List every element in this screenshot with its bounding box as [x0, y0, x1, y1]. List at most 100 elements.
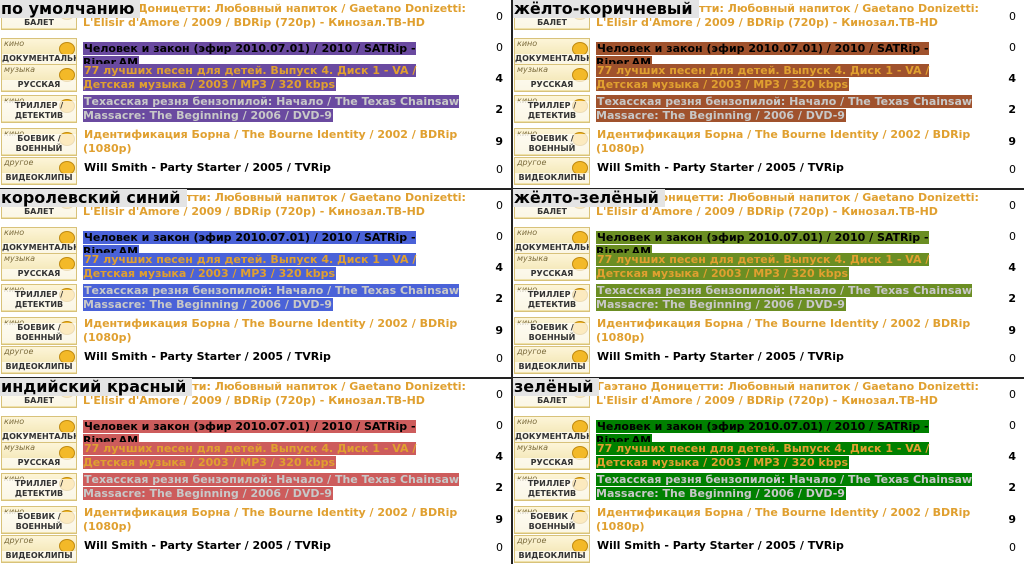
torrent-title-link[interactable]: Идентификация Борна / The Bourne Identit… — [596, 128, 981, 156]
category-badge[interactable]: киноТРИЛЛЕР / ДЕТЕКТИВ — [1, 95, 77, 123]
category-group: кино — [4, 474, 24, 484]
category-label: ТРИЛЛЕР / ДЕТЕКТИВ — [515, 101, 589, 121]
category-badge[interactable]: киноТРИЛЛЕР / ДЕТЕКТИВ — [514, 284, 590, 312]
torrent-title-link[interactable]: Идентификация Борна / The Bourne Identit… — [83, 128, 468, 156]
torrent-title-link[interactable]: Идентификация Борна / The Bourne Identit… — [83, 506, 468, 534]
category-badge[interactable]: киноБОЕВИК / ВОЕННЫЙ — [514, 128, 590, 156]
torrent-title-text: Техасская резня бензопилой: Начало / The… — [596, 95, 973, 122]
category-label: БОЕВИК / ВОЕННЫЙ — [515, 323, 589, 343]
seed-count: 9 — [1008, 135, 1016, 148]
seed-count: 0 — [1009, 230, 1016, 243]
torrent-title-text: Техасская резня бензопилой: Начало / The… — [83, 473, 460, 500]
torrent-title-link[interactable]: 77 лучших песен для детей. Выпуск 4. Дис… — [596, 64, 981, 92]
category-group: другое — [4, 158, 34, 167]
torrent-title-link[interactable]: Техасская резня бензопилой: Начало / The… — [83, 284, 468, 312]
torrent-title-link[interactable]: Идентификация Борна / The Bourne Identit… — [596, 506, 981, 534]
category-label: БОЕВИК / ВОЕННЫЙ — [515, 134, 589, 154]
category-label: РУССКАЯ — [515, 80, 589, 90]
torrent-title-link[interactable]: Will Smith - Party Starter / 2005 / TVRi… — [596, 350, 981, 364]
seed-count: 0 — [1009, 388, 1016, 401]
category-badge[interactable]: киноБОЕВИК / ВОЕННЫЙ — [514, 317, 590, 345]
torrent-title-link[interactable]: Техасская резня бензопилой: Начало / The… — [596, 284, 981, 312]
category-badge[interactable]: киноБОЕВИК / ВОЕННЫЙ — [1, 506, 77, 534]
torrent-title-link[interactable]: Техасская резня бензопилой: Начало / The… — [596, 473, 981, 501]
seed-count: 9 — [495, 135, 503, 148]
category-group: кино — [4, 39, 25, 48]
torrent-title-link[interactable]: Идентификация Борна / The Bourne Identit… — [83, 317, 468, 345]
category-label: ТРИЛЛЕР / ДЕТЕКТИВ — [2, 479, 76, 499]
category-badge[interactable]: киноБОЕВИК / ВОЕННЫЙ — [1, 317, 77, 345]
category-badge[interactable]: киноДОКУМЕНТАЛЬНЫЙ — [514, 227, 590, 255]
torrent-title-text: 77 лучших песен для детей. Выпуск 4. Дис… — [596, 253, 930, 280]
category-badge[interactable]: киноТРИЛЛЕР / ДЕТЕКТИВ — [514, 473, 590, 501]
torrent-title-link[interactable]: 77 лучших песен для детей. Выпуск 4. Дис… — [596, 253, 981, 281]
torrent-title-link[interactable]: Идентификация Борна / The Bourne Identit… — [596, 317, 981, 345]
category-label: РУССКАЯ — [2, 458, 76, 468]
category-label: РУССКАЯ — [515, 269, 589, 279]
category-group: кино — [4, 417, 25, 426]
seed-count: 2 — [1008, 103, 1016, 116]
category-badge[interactable]: киноБОЕВИК / ВОЕННЫЙ — [514, 506, 590, 534]
torrent-title-link[interactable]: Will Smith - Party Starter / 2005 / TVRi… — [83, 350, 468, 364]
category-group: другое — [517, 158, 547, 167]
category-badge[interactable]: киноДОКУМЕНТАЛЬНЫЙ — [1, 227, 77, 255]
torrent-title-link[interactable]: Техасская резня бензопилой: Начало / The… — [83, 95, 468, 123]
category-badge[interactable]: киноДОКУМЕНТАЛЬНЫЙ — [514, 38, 590, 66]
torrent-title-link[interactable]: Гаэтано Доницетти: Любовный напиток / Ga… — [596, 191, 981, 219]
category-badge[interactable]: киноТРИЛЛЕР / ДЕТЕКТИВ — [1, 473, 77, 501]
category-badge[interactable]: киноБОЕВИК / ВОЕННЫЙ — [1, 128, 77, 156]
seed-count: 2 — [495, 103, 503, 116]
torrent-title-link[interactable]: Техасская резня бензопилой: Начало / The… — [83, 473, 468, 501]
torrent-row: киноДОКУМЕНТАЛЬНЫЙЧеловек и закон (эфир … — [0, 227, 511, 258]
torrent-title-link[interactable]: 77 лучших песен для детей. Выпуск 4. Дис… — [596, 442, 981, 470]
category-badge[interactable]: киноДОКУМЕНТАЛЬНЫЙ — [1, 416, 77, 444]
torrent-title-link[interactable]: 77 лучших песен для детей. Выпуск 4. Дис… — [83, 253, 468, 281]
category-label: БОЕВИК / ВОЕННЫЙ — [2, 134, 76, 154]
torrent-title-text: Will Smith - Party Starter / 2005 / TVRi… — [597, 539, 844, 552]
seed-count: 4 — [495, 450, 503, 463]
seed-count: 4 — [1008, 72, 1016, 85]
category-badge[interactable]: киноДОКУМЕНТАЛЬНЫЙ — [1, 38, 77, 66]
torrent-title-link[interactable]: Will Smith - Party Starter / 2005 / TVRi… — [83, 161, 468, 175]
torrent-row: киноДОКУМЕНТАЛЬНЫЙЧеловек и закон (эфир … — [513, 416, 1024, 447]
torrent-title-text: Техасская резня бензопилой: Начало / The… — [83, 284, 460, 311]
torrent-title-text: Will Smith - Party Starter / 2005 / TVRi… — [84, 161, 331, 174]
category-label: ДОКУМЕНТАЛЬНЫЙ — [2, 54, 76, 64]
category-label: ВИДЕОКЛИПЫ — [2, 362, 76, 372]
column-divider — [511, 0, 513, 564]
seed-count: 9 — [1008, 513, 1016, 526]
torrent-row: киноДОКУМЕНТАЛЬНЫЙЧеловек и закон (эфир … — [513, 227, 1024, 258]
torrent-title-link[interactable]: Гаэтано Доницетти: Любовный напиток / Ga… — [83, 2, 468, 30]
category-group: кино — [517, 39, 538, 48]
torrent-title-link[interactable]: Will Smith - Party Starter / 2005 / TVRi… — [596, 161, 981, 175]
category-label: РУССКАЯ — [2, 80, 76, 90]
theme-name: по умолчанию — [0, 0, 141, 18]
seed-count: 4 — [495, 261, 503, 274]
torrent-title-link[interactable]: Гаэтано Доницетти: Любовный напиток / Ga… — [596, 380, 981, 408]
category-label: ТРИЛЛЕР / ДЕТЕКТИВ — [2, 101, 76, 121]
category-badge[interactable]: киноТРИЛЛЕР / ДЕТЕКТИВ — [514, 95, 590, 123]
torrent-title-text: Гаэтано Доницетти: Любовный напиток / Ga… — [596, 380, 979, 407]
torrent-title-link[interactable]: 77 лучших песен для детей. Выпуск 4. Дис… — [83, 64, 468, 92]
torrent-title-link[interactable]: 77 лучших песен для детей. Выпуск 4. Дис… — [83, 442, 468, 470]
torrent-title-link[interactable]: Will Smith - Party Starter / 2005 / TVRi… — [83, 539, 468, 553]
torrent-title-link[interactable]: Will Smith - Party Starter / 2005 / TVRi… — [596, 539, 981, 553]
torrent-title-link[interactable]: Техасская резня бензопилой: Начало / The… — [596, 95, 981, 123]
category-badge[interactable]: киноТРИЛЛЕР / ДЕТЕКТИВ — [1, 284, 77, 312]
category-badge[interactable]: киноДОКУМЕНТАЛЬНЫЙ — [514, 416, 590, 444]
